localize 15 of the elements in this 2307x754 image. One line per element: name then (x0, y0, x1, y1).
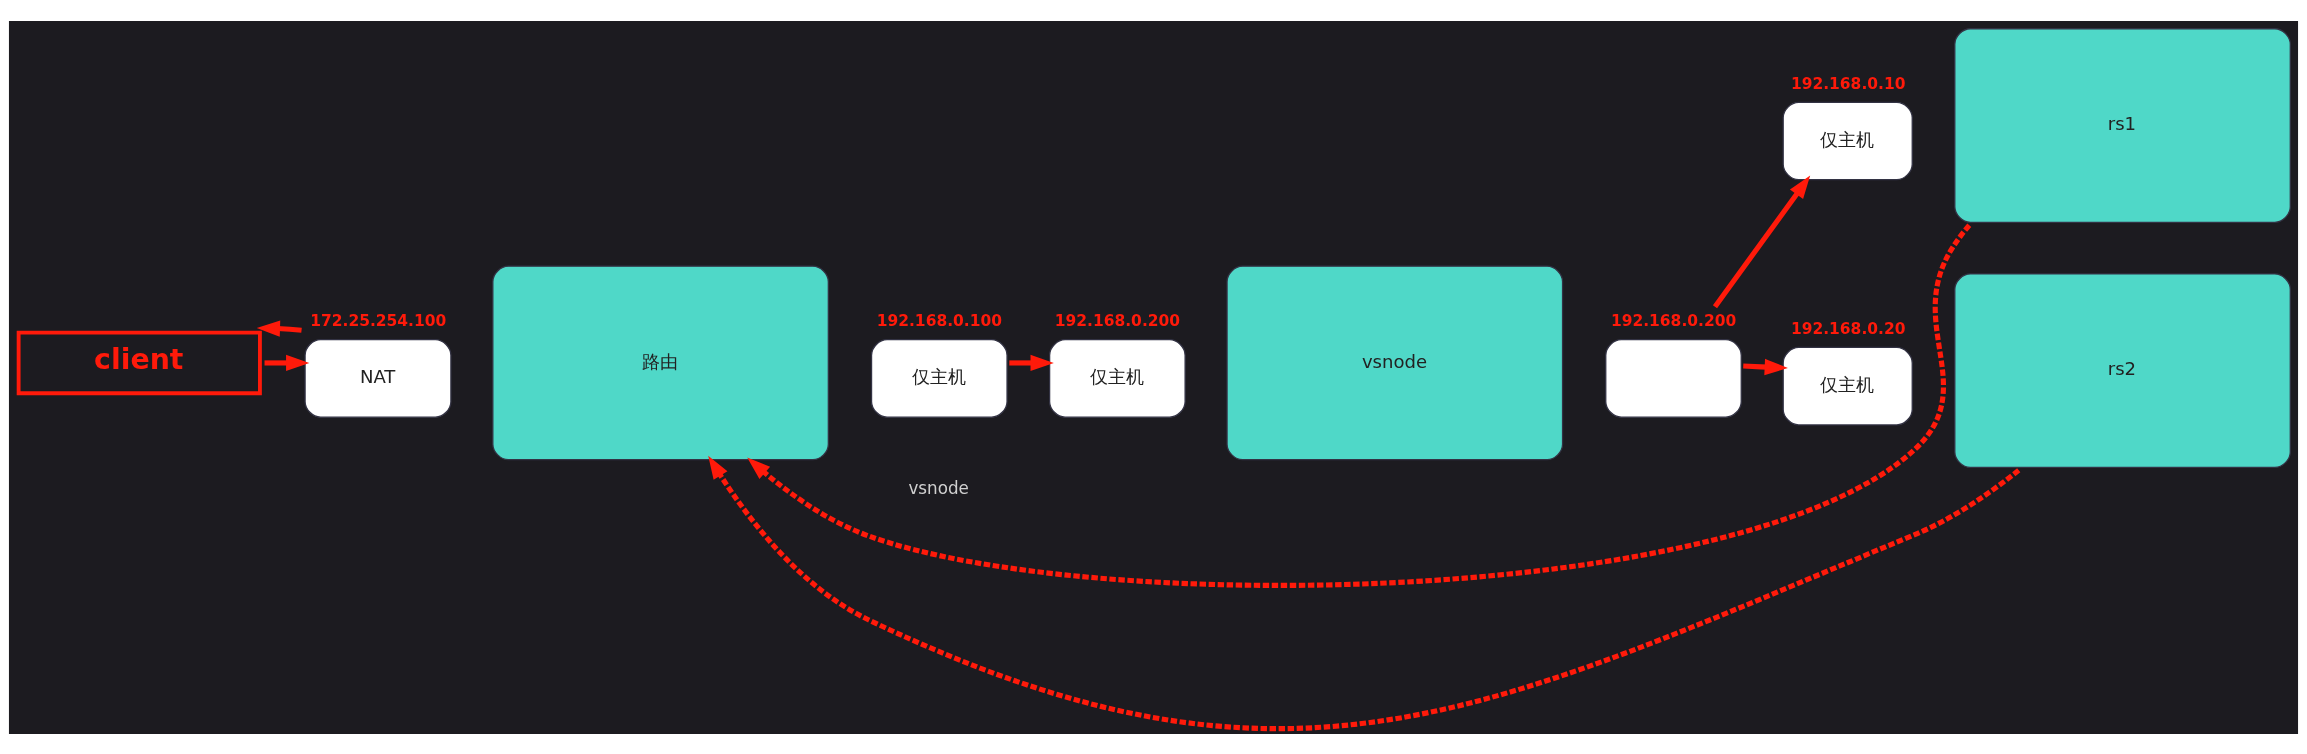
arrow (1743, 358, 1788, 375)
arrow (1009, 354, 1054, 371)
node-box: client (16, 330, 262, 395)
arrow (708, 455, 2021, 730)
arrow (256, 319, 302, 337)
arrow (747, 223, 1972, 588)
node-label: 192.168.0.10 (1790, 74, 1906, 93)
label: vsnode (908, 477, 969, 498)
node-label: 172.25.254.100 (310, 311, 447, 330)
node-label: 192.168.0.20 (1790, 319, 1906, 338)
node-label: 192.168.0.200 (1610, 311, 1737, 330)
node-label: 192.168.0.200 (1054, 311, 1181, 330)
node-label: 192.168.0.100 (876, 311, 1002, 330)
arrow (264, 354, 310, 371)
arrow (1712, 174, 1811, 308)
